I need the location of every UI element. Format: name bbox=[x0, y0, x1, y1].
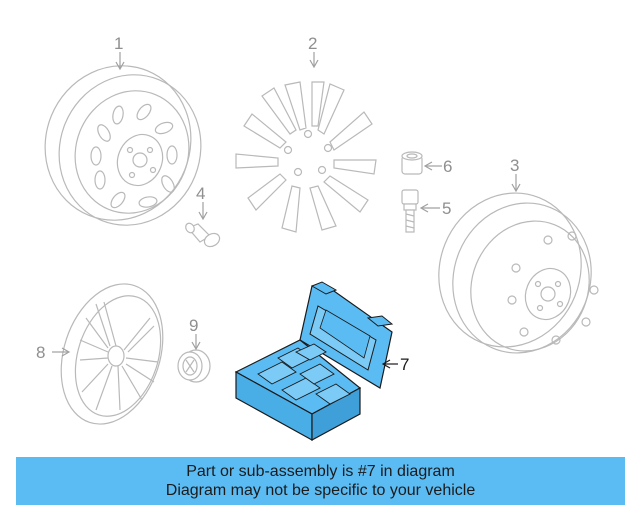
callout-7: 7 bbox=[400, 355, 409, 374]
center-cap-part-9[interactable] bbox=[177, 349, 211, 383]
callout-8: 8 bbox=[36, 343, 45, 362]
banner-line-part-reference: Part or sub-assembly is #7 in diagram bbox=[186, 463, 455, 480]
callout-4: 4 bbox=[196, 184, 205, 203]
parts-diagram: 1 2 bbox=[22, 34, 614, 442]
callout-5: 5 bbox=[442, 199, 451, 218]
disclaimer-banner: Part or sub-assembly is #7 in diagram Di… bbox=[16, 457, 625, 505]
callout-2: 2 bbox=[308, 34, 317, 53]
valve-stem-part-4[interactable] bbox=[184, 222, 222, 250]
callout-9: 9 bbox=[189, 316, 198, 335]
alloy-wheel-part-2[interactable] bbox=[235, 81, 377, 233]
spare-wheel-part-3[interactable] bbox=[416, 171, 614, 373]
banner-line-vehicle-note: Diagram may not be specific to your vehi… bbox=[165, 482, 476, 499]
lug-nut-part-6[interactable] bbox=[401, 151, 423, 175]
callout-3: 3 bbox=[510, 156, 519, 175]
wheel-bolt-part-5[interactable] bbox=[401, 189, 419, 233]
callout-6: 6 bbox=[443, 157, 452, 176]
wheel-cover-part-8[interactable] bbox=[44, 271, 180, 438]
tool-kit-case-part-7[interactable] bbox=[234, 281, 394, 442]
callout-1: 1 bbox=[114, 34, 123, 53]
steel-wheel-part-1[interactable] bbox=[22, 44, 223, 247]
